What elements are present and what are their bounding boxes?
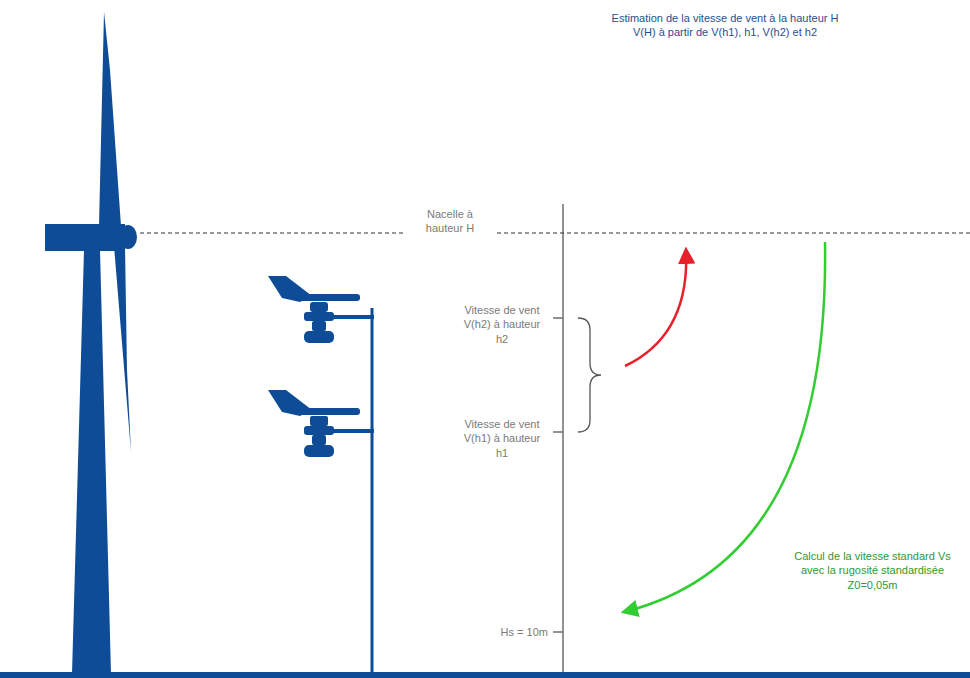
standardisation-note: Calcul de la vitesse standard Vs avec la… [790,548,955,593]
wind-turbine [45,12,137,674]
upper-sensor-label: Vitesse de vent V(h2) à hauteur h2 [455,302,549,347]
axis-tick [553,317,563,319]
turbine-blade [114,246,131,452]
axis-tick [553,631,563,633]
ground-line [0,672,970,678]
hub-height-label: Nacelle à hauteur H [405,206,495,237]
brace [578,318,601,432]
axis-tick [553,431,563,433]
extrapolation-arrow [625,250,686,366]
reference-height-label: Hs = 10m [470,624,550,640]
turbine-nacelle [45,224,125,251]
turbine-hub [119,225,137,249]
estimation-note: Estimation de la vitesse de vent à la ha… [600,10,850,41]
turbine-tower [72,250,111,674]
lower-sensor-label: Vitesse de vent V(h1) à hauteur h1 [455,416,549,461]
met-mast [371,308,374,672]
height-axis [562,204,564,672]
turbine-blade [99,12,121,226]
hub-height-line [140,232,970,233]
anemometer [268,390,374,457]
anemometer [268,276,374,343]
